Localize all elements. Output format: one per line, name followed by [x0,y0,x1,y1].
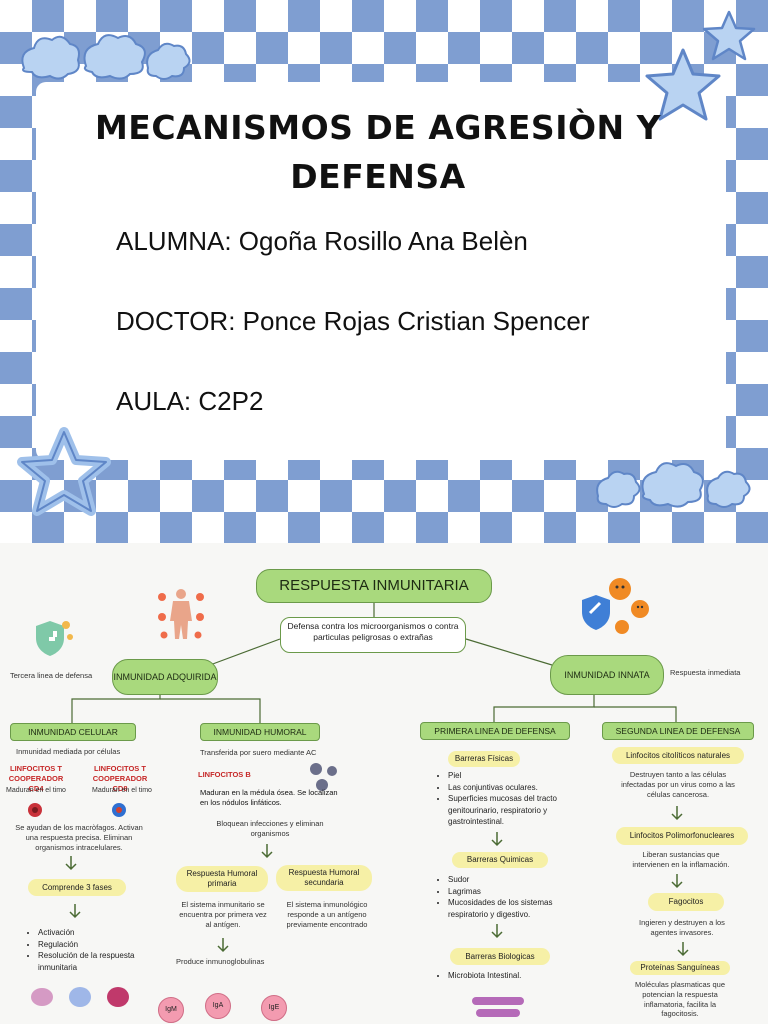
list-item: Las conjuntivas oculares. [448,782,588,794]
arrow-down-icon [671,806,683,821]
arrow-down-icon [261,844,273,859]
list-item: Piel [448,770,588,782]
bloquean-text: Bloquean infecciones y eliminan organism… [216,819,324,838]
arrow-down-icon [677,942,689,957]
celular-desc: Inmunidad mediada por células [16,747,121,756]
cells-icon [31,987,129,1007]
fases-list: Activación Regulación Resolución de la r… [26,927,158,973]
fagocitos-desc: Ingieren y destruyen a los agentes invas… [639,918,725,937]
nk-desc: Destruyen tanto a las células infectadas… [621,770,735,799]
classroom: AULA: C2P2 [116,386,264,416]
star-icon [702,10,756,61]
barreras-biologicas-pill: Barreras Biologicas [450,948,550,965]
respuesta-primaria-pill: Respuesta Humoral primaria [176,866,268,892]
cloud-icon [596,462,751,508]
arrow-down-icon [491,832,503,847]
secundaria-desc: El sistema inmunológico responde a un an… [286,900,368,929]
segunda-linea-node: SEGUNDA LINEA DE DEFENSA [602,722,754,740]
blue-virus-icon [112,803,126,817]
virus-cluster-icon [310,763,337,791]
igm-badge: IgM [158,997,184,1023]
cover-card [36,82,726,460]
list-item: Lagrimas [448,886,584,898]
arrow-down-icon [65,856,77,871]
doctor-name: DOCTOR: Ponce Rojas Cristian Spencer [116,306,590,336]
inmunidad-humoral-node: INMUNIDAD HUMORAL [200,723,320,741]
iga-badge: IgA [205,993,231,1019]
fase-item: Resolución de la respuesta inmunitaria [38,950,158,973]
shield-bacteria-icon [582,578,649,634]
microbiota-icon [472,997,524,1017]
proteinas-pill: Proteínas Sanguíneas [630,961,730,975]
pmn-pill: Linfocitos Polimorfonucleares [616,827,748,845]
arrow-down-icon [69,904,81,919]
linfocitos-b-title: LINFOCITOS B [198,770,251,779]
cd8-title: LINFOCITOS T COOPERADOR CD8 [92,764,148,793]
list-item: Mucosidades de los sistemas respiratorio… [448,897,584,920]
inmunidad-celular-node: INMUNIDAD CELULAR [10,723,136,741]
pmn-desc: Liberan sustancias que intervienen en la… [632,850,730,869]
cd8-note: Maduran en el timo [92,787,152,794]
fagocitos-pill: Fagocitos [648,893,724,911]
barreras-fisicas-pill: Barreras Físicas [448,751,520,767]
fase-item: Activación [38,927,158,939]
primera-linea-node: PRIMERA LINEA DE DEFENSA [420,722,570,740]
cover-title-line1: MECANISMOS DE AGRESIÒN Y [94,108,662,147]
fases-pill: Comprende 3 fases [28,879,126,896]
proteinas-desc: Moléculas plasmaticas que potencian la r… [634,980,726,1019]
arrow-down-icon [217,938,229,953]
humoral-desc: Transferida por suero mediante AC [200,748,317,757]
shield-virus-icon [36,621,73,656]
respuesta-inmediata-note: Respuesta inmediata [670,668,741,677]
respuesta-secundaria-pill: Respuesta Humoral secundaria [276,865,372,891]
cover-slide: MECANISMOS DE AGRESIÒN Y DEFENSA ALUMNA:… [0,0,768,543]
red-virus-icon [28,803,42,817]
star-icon [645,48,721,121]
cd4-note: Maduran en el timo [6,787,66,794]
cover-title-line2: DEFENSA [290,157,466,196]
arrow-down-icon [491,924,503,939]
tercera-linea-note: Tercera linea de defensa [10,671,93,680]
definition-box: Defensa contra los microorganismos o con… [280,617,466,653]
list-item: Sudor [448,874,584,886]
human-body-icon [158,589,204,639]
arrow-down-icon [671,874,683,889]
barreras-quimicas-pill: Barreras Quimicas [452,852,548,868]
nk-pill: Linfocitos citolíticos naturales [612,747,744,764]
list-item: Microbiota Intestinal. [448,970,588,982]
cd4-title: LINFOCITOS T COOPERADOR CD4 [8,764,64,793]
student-name: ALUMNA: Ogoña Rosillo Ana Belèn [116,226,528,256]
concept-map: RESPUESTA INMUNITARIA Defensa contra los… [0,543,768,1024]
star-outline-icon [17,427,111,516]
barreras-fisicas-list: Piel Las conjuntivas oculares. Superfici… [436,770,588,828]
ige-badge: IgE [261,995,287,1021]
root-node: RESPUESTA INMUNITARIA [256,569,492,603]
connector-lines [71,603,677,723]
inmunidad-innata-label: INMUNIDAD INNATA [564,669,650,680]
fase-item: Regulación [38,939,158,951]
inmunidad-adquirida-node: INMUNIDAD ADQUIRIDA [112,659,218,695]
barreras-biologicas-list: Microbiota Intestinal. [436,970,588,982]
inmunoglobulinas-text: Produce inmunoglobulinas [176,957,265,966]
macrofagos-text: Se ayudan de los macròfagos. Activan una… [15,823,143,852]
inmunidad-adquirida-label: INMUNIDAD ADQUIRIDA [113,671,217,682]
list-item: Superficies mucosas del tracto genitouri… [448,793,588,828]
linfocitos-b-desc: Maduran en la médula ósea. Se localizan … [200,788,338,807]
primaria-desc: El sistema inmunitario se encuentra por … [179,900,267,929]
barreras-quimicas-list: Sudor Lagrimas Mucosidades de los sistem… [436,874,584,920]
inmunidad-innata-node: INMUNIDAD INNATA [550,655,664,695]
cloud-icon [21,34,191,80]
